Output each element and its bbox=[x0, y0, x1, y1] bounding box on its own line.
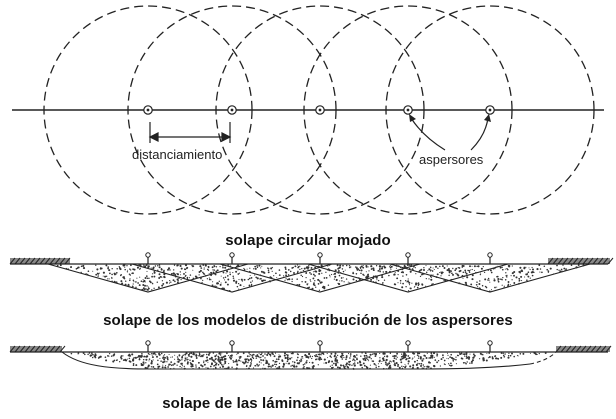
spacing-dimension bbox=[148, 122, 232, 143]
applied-depth-tail bbox=[529, 351, 557, 365]
ground-hatch-right bbox=[548, 258, 610, 264]
caption-applied-depth-overlap: solape de las láminas de agua aplicadas bbox=[162, 395, 454, 412]
sprinkler-icon bbox=[487, 252, 493, 264]
sprinkler-icon bbox=[229, 340, 235, 352]
caption-wetted-circle-overlap: solape circular mojado bbox=[225, 232, 391, 249]
sprinklers-label: aspersores bbox=[419, 152, 484, 167]
spacing-label: distanciamiento bbox=[132, 147, 222, 162]
sprinkler-icon bbox=[145, 252, 151, 264]
ground-hatch-left bbox=[10, 346, 62, 352]
sprinkler-callouts bbox=[410, 117, 489, 151]
distribution-pattern-panel bbox=[9, 252, 614, 293]
sprinkler-icon bbox=[317, 252, 323, 264]
sprinkler-icon bbox=[317, 340, 323, 352]
applied-depth-profile bbox=[61, 351, 531, 370]
sprinkler-icon bbox=[405, 252, 411, 264]
sprinkler-icon bbox=[229, 252, 235, 264]
sprinkler-icon bbox=[487, 340, 493, 352]
caption-distribution-pattern-overlap: solape de los modelos de distribución de… bbox=[103, 312, 513, 329]
applied-depth-panel bbox=[9, 340, 612, 370]
sprinkler-icon bbox=[405, 340, 411, 352]
ground-hatch-left bbox=[10, 258, 70, 264]
sprinkler-icon bbox=[145, 340, 151, 352]
